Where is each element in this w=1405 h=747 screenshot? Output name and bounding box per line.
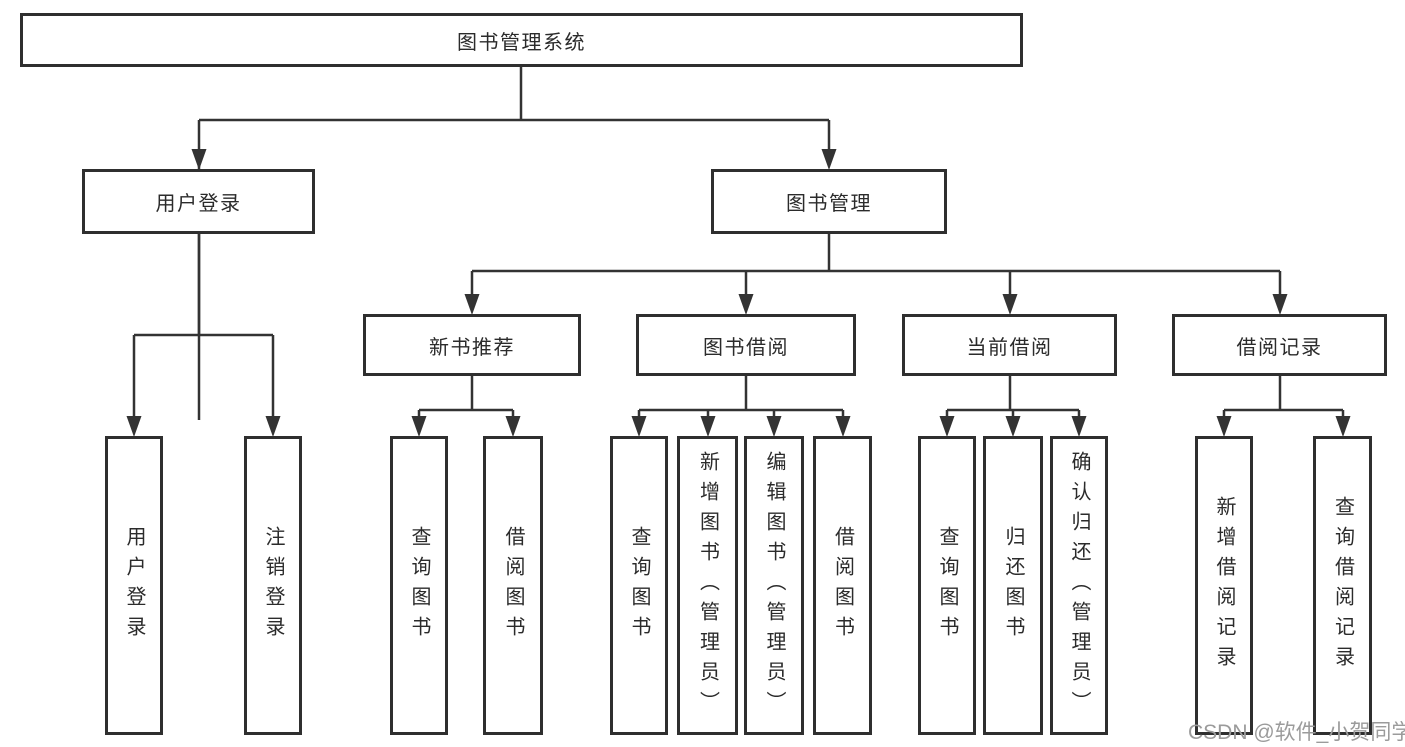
- leaf-return-books: 归还图书: [983, 436, 1043, 735]
- leaf-query-books-recommend: 查询图书: [390, 436, 448, 735]
- leaf-label: 查询图书: [936, 525, 958, 646]
- node-new-book-recommendation: 新书推荐: [363, 314, 581, 376]
- leaf-query-books-borrowing: 查询图书: [610, 436, 668, 735]
- node-label: 用户登录: [155, 193, 242, 215]
- leaf-label: 查询图书: [628, 525, 650, 646]
- node-borrowing-records: 借阅记录: [1172, 314, 1387, 376]
- leaf-add-books-admin: 新增图书（管理员）: [677, 436, 738, 735]
- leaf-borrow-books-recommend: 借阅图书: [483, 436, 543, 735]
- leaf-user-login: 用户登录: [105, 436, 163, 735]
- leaf-label: 编辑图书（管理员）: [763, 450, 785, 721]
- leaf-edit-books-admin: 编辑图书（管理员）: [744, 436, 804, 735]
- leaf-label: 归还图书: [1002, 525, 1024, 646]
- node-book-management: 图书管理: [711, 169, 947, 234]
- leaf-label: 新增图书（管理员）: [696, 450, 719, 721]
- leaf-add-borrow-record: 新增借阅记录: [1195, 436, 1253, 735]
- node-label: 借阅记录: [1236, 336, 1323, 359]
- leaf-label: 借阅图书: [831, 525, 854, 646]
- node-label: 当前借阅: [966, 336, 1053, 359]
- leaf-query-books-current: 查询图书: [918, 436, 976, 735]
- node-current-borrowing: 当前借阅: [902, 314, 1117, 376]
- leaf-query-borrow-record: 查询借阅记录: [1313, 436, 1372, 735]
- node-book-borrowing: 图书借阅: [636, 314, 856, 376]
- csdn-watermark: CSDN @软件_小贺同学: [1188, 721, 1405, 744]
- leaf-label: 用户登录: [123, 525, 145, 646]
- node-label: 图书管理: [786, 193, 872, 215]
- leaf-label: 查询借阅记录: [1331, 495, 1354, 676]
- node-label: 新书推荐: [429, 336, 515, 359]
- node-label: 图书借阅: [703, 336, 789, 359]
- leaf-confirm-return-admin: 确认归还（管理员）: [1050, 436, 1108, 735]
- leaf-label: 借阅图书: [502, 525, 524, 646]
- leaf-label: 查询图书: [408, 525, 430, 646]
- leaf-label: 新增借阅记录: [1213, 495, 1235, 676]
- node-library-management-system: 图书管理系统: [20, 13, 1023, 67]
- leaf-logout-login: 注销登录: [244, 436, 302, 735]
- leaf-borrow-books-borrowing: 借阅图书: [813, 436, 872, 735]
- leaf-label: 注销登录: [262, 525, 284, 646]
- node-user-login: 用户登录: [82, 169, 315, 234]
- leaf-label: 确认归还（管理员）: [1068, 450, 1090, 721]
- node-label: 图书管理系统: [457, 31, 586, 54]
